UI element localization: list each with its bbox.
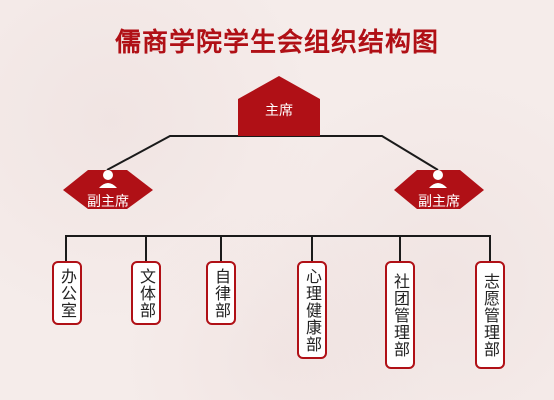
- vice-chair-left-label: 副主席: [87, 194, 129, 210]
- chart-title: 儒商学院学生会组织结构图: [114, 28, 439, 58]
- department-culture-sports: 文体部: [131, 261, 161, 325]
- department-office: 办公室: [52, 261, 82, 325]
- chairman-label: 主席: [265, 103, 293, 119]
- department-self-discipline: 自律部: [206, 261, 236, 325]
- user-icon: [99, 170, 117, 188]
- vice-chair-right-shape: [394, 170, 484, 209]
- chairman-node-shape: [238, 76, 320, 136]
- department-bus: [65, 235, 491, 261]
- user-icon: [429, 170, 447, 188]
- department-club-management: 社团管理部: [385, 261, 415, 369]
- chairman-connector: [106, 135, 439, 171]
- vice-chair-left-shape: [63, 170, 153, 209]
- department-volunteer-management: 志愿管理部: [475, 261, 505, 369]
- vice-chair-right-label: 副主席: [418, 194, 460, 210]
- department-mental-health: 心理健康部: [297, 261, 327, 359]
